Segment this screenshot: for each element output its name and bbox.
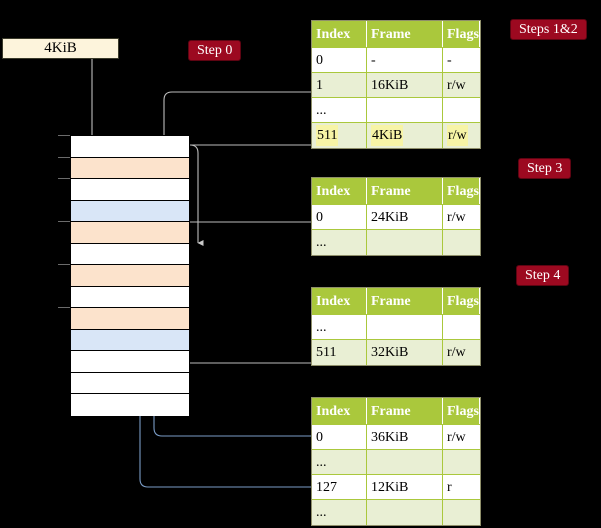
cell-index: 0: [312, 205, 367, 229]
memory-frame-row: [71, 200, 189, 223]
cell-frame: [367, 500, 443, 525]
cell-frame: -: [367, 48, 443, 72]
memory-frame-row: [71, 372, 189, 395]
column-header-index: Index: [312, 398, 367, 424]
cell-index: 511: [312, 340, 367, 365]
cell-flags: -: [447, 53, 452, 68]
cell-index: ...: [312, 500, 367, 525]
cell-frame: [367, 98, 443, 122]
cell-flags: r/w: [443, 123, 480, 148]
memory-frame-row: [71, 243, 189, 266]
cell-index: ...: [312, 450, 367, 474]
memory-frame-row: [71, 329, 189, 352]
badge-step-0: Step 0: [188, 40, 242, 61]
column-header-frame: Frame: [367, 21, 443, 47]
memory-tick: [58, 221, 70, 222]
cell-frame: 4KiB: [367, 123, 443, 148]
badge-step-3: Step 3: [518, 158, 572, 179]
memory-frame-row: [71, 308, 189, 330]
column-header-frame: Frame: [367, 398, 443, 424]
column-header-flags: Flags: [443, 288, 480, 314]
memory-frame-row: [71, 157, 189, 180]
cell-flags: r/w: [447, 78, 466, 93]
cell-flags: [443, 230, 480, 255]
table-row[interactable]: 0--: [312, 48, 480, 73]
cell-frame: 36KiB: [367, 425, 443, 449]
column-header-index: Index: [312, 21, 367, 47]
memory-frame-row: [71, 222, 189, 244]
cell-frame: 24KiB: [367, 205, 443, 229]
cell-frame: 16KiB: [367, 73, 443, 97]
cell-flags: [443, 98, 480, 122]
column-header-flags: Flags: [443, 21, 480, 47]
memory-frame-row: [71, 265, 189, 287]
cell-index: ...: [312, 315, 367, 339]
table-row[interactable]: ...: [312, 315, 480, 340]
cell-index: 0: [312, 425, 367, 449]
badge-step-4: Step 4: [516, 265, 570, 286]
wire-t2-down: [189, 144, 204, 246]
memory-tick: [58, 264, 70, 265]
column-header-index: Index: [312, 288, 367, 314]
cell-flags: r/w: [447, 210, 466, 225]
table-row[interactable]: ...: [312, 450, 480, 475]
cell-frame: 32KiB: [367, 340, 443, 365]
cell-index: ...: [312, 98, 367, 122]
column-header-frame: Frame: [367, 288, 443, 314]
memory-frame-row: [71, 351, 189, 373]
memory-tick: [58, 157, 70, 158]
highlighted-value: 511: [316, 125, 339, 146]
cell-flags: [443, 500, 480, 525]
virtual-address-box: 4KiB: [2, 38, 119, 59]
cell-flags: [443, 315, 480, 339]
memory-tick: [58, 307, 70, 308]
column-header-index: Index: [312, 178, 367, 204]
cell-frame: [367, 230, 443, 255]
memory-frame-row: [71, 286, 189, 309]
cell-index: 0: [312, 48, 367, 72]
physical-memory-column: [70, 135, 190, 416]
badge-steps-1-2: Steps 1&2: [510, 19, 587, 40]
memory-frame-row: [71, 136, 189, 158]
cell-frame: 12KiB: [367, 475, 443, 499]
memory-tick: [58, 178, 70, 179]
memory-frame-row: [71, 394, 189, 416]
cell-frame: [367, 450, 443, 474]
cell-flags: r/w: [447, 430, 466, 445]
table-row[interactable]: 511 4KiB r/w: [312, 123, 480, 148]
memory-frame-row: [71, 179, 189, 201]
cell-index: ...: [312, 230, 367, 255]
cell-frame: [367, 315, 443, 339]
table-row[interactable]: ...: [312, 500, 480, 525]
column-header-flags: Flags: [443, 398, 480, 424]
highlighted-value: 4KiB: [371, 125, 404, 146]
cell-index: 511: [312, 123, 367, 148]
column-header-frame: Frame: [367, 178, 443, 204]
table-row[interactable]: ...: [312, 98, 480, 123]
memory-tick: [58, 135, 70, 136]
cell-flags: r: [447, 480, 452, 495]
table-row[interactable]: ...: [312, 230, 480, 255]
cell-index: 1: [312, 73, 367, 97]
cell-flags: [443, 450, 480, 474]
cell-flags: r/w: [447, 345, 466, 360]
cell-index: 127: [312, 475, 367, 499]
column-header-flags: Flags: [443, 178, 480, 204]
highlighted-value: r/w: [447, 125, 468, 146]
